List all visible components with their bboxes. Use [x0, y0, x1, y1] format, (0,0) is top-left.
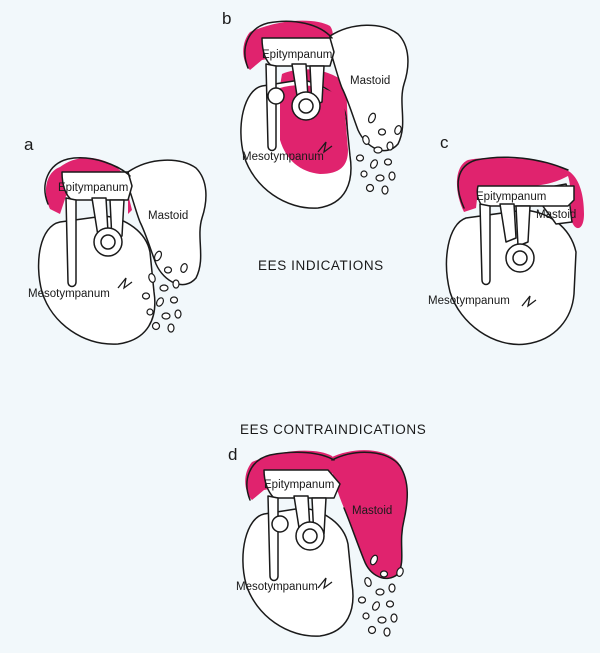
epitympanum-disease-area	[456, 158, 584, 229]
epitympanum-outline	[61, 171, 133, 201]
panel-letter: d	[228, 445, 237, 464]
mastoid-label: Mastoid	[536, 209, 576, 221]
panel-c: c Epitympanum Mastoid Mesotympanum	[428, 133, 584, 346]
mastoid-label: Mastoid	[350, 75, 390, 87]
panel-a: a Epitympanum Mastoid Mesotympanum	[24, 135, 207, 345]
contraindications-heading: EES CONTRAINDICATIONS	[240, 422, 426, 437]
epitympanum-label: Epitympanum	[58, 182, 128, 194]
mesotympanum-outline	[242, 507, 354, 637]
epitympanum-roof	[44, 157, 131, 205]
stapes-inner-ring	[512, 250, 528, 266]
panel-letter: a	[24, 135, 34, 154]
incus-body	[267, 87, 285, 105]
panel-letter: c	[440, 133, 449, 152]
mesotympanum-label: Mesotympanum	[236, 581, 318, 593]
stapes-inner-ring	[100, 234, 116, 250]
epitympanum-roof	[457, 156, 569, 209]
mastoid-outline	[331, 451, 408, 580]
mesotympanum-outline	[445, 209, 577, 346]
mesotympanum-label: Mesotympanum	[242, 151, 324, 163]
mesotympanum-label: Mesotympanum	[428, 295, 510, 307]
round-window-mark	[521, 295, 537, 308]
malleus-handle	[267, 495, 279, 582]
epitympanum-roof	[246, 451, 335, 501]
epitympanum-roof	[244, 20, 333, 69]
epitympanum-label: Epitympanum	[476, 191, 546, 203]
mastoid-outline	[329, 24, 409, 152]
epitympanum-outline	[263, 469, 341, 499]
round-window-mark	[317, 577, 333, 590]
stapes-inner-ring	[298, 98, 314, 114]
round-window-mark	[317, 141, 333, 154]
mastoid-label: Mastoid	[148, 210, 188, 222]
incus-body	[271, 515, 289, 533]
stapes-inner-ring	[302, 528, 318, 544]
mastoid-disease-area	[330, 450, 408, 579]
mastoid-outline	[127, 159, 207, 286]
ossicle-stem	[515, 205, 531, 247]
malleus-handle	[65, 197, 77, 288]
epitympanum-label: Epitympanum	[262, 49, 332, 61]
epitympanum-outline	[476, 185, 575, 207]
panel-d: d Epitympanum Mastoid Mesotympanum	[228, 445, 408, 637]
malleus-handle	[479, 203, 491, 286]
incus-process	[499, 203, 517, 243]
mastoid-label: Mastoid	[352, 505, 392, 517]
epitympanum-label: Epitympanum	[264, 479, 334, 491]
panel-b: b Epitympanum Mastoid Mesotympanum	[222, 9, 409, 209]
panel-letter: b	[222, 9, 231, 28]
epitympanum-outline	[261, 37, 335, 67]
round-window-mark	[117, 277, 133, 290]
indications-heading: EES INDICATIONS	[258, 258, 384, 273]
malleus-handle	[265, 63, 277, 152]
mesotympanum-label: Mesotympanum	[28, 288, 110, 300]
